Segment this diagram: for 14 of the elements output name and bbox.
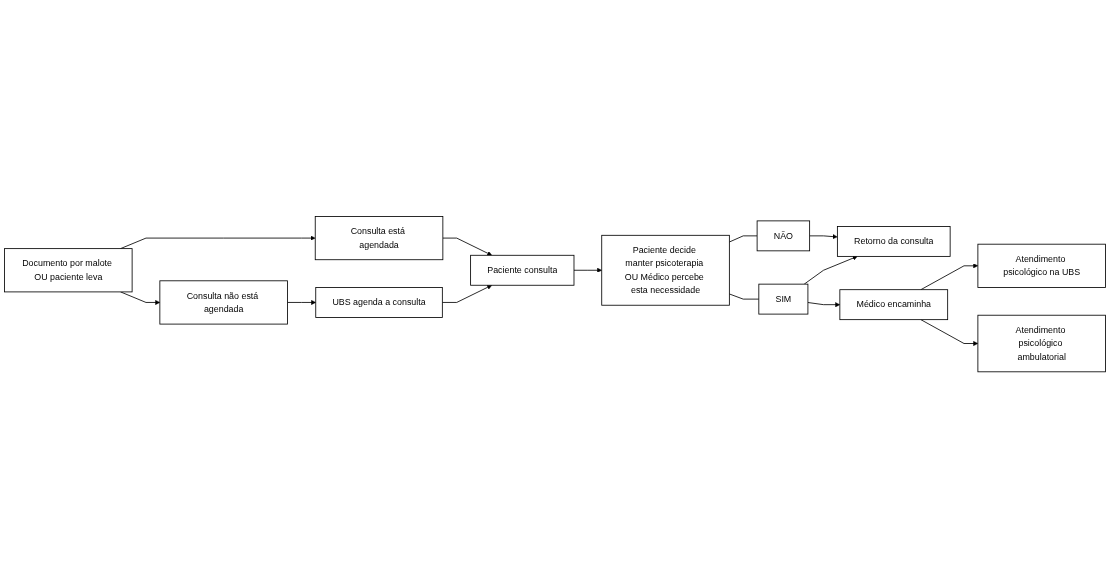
node-box: Paciente decide manter psicoterapia OU Médico percebe esta necessidade bbox=[601, 234, 730, 306]
node-box: SIM bbox=[758, 283, 809, 315]
node-box: Consulta está agendada bbox=[314, 215, 444, 260]
node-box: Médico encaminha bbox=[839, 289, 949, 320]
node-box: Retorno da consulta bbox=[836, 225, 951, 257]
node-box: Consulta não está agendada bbox=[159, 280, 288, 325]
connector bbox=[728, 235, 758, 243]
node-box: Atendimento psicológico ambulatorial bbox=[977, 314, 1106, 373]
node-box: Paciente consulta bbox=[470, 254, 575, 286]
node-box: Atendimento psicológico na UBS bbox=[977, 243, 1106, 288]
node-box: Documento por malote OU paciente leva bbox=[4, 248, 133, 293]
node-box: NÃO bbox=[756, 220, 811, 252]
connector bbox=[728, 293, 760, 300]
node-box: UBS agenda a consulta bbox=[315, 286, 443, 318]
